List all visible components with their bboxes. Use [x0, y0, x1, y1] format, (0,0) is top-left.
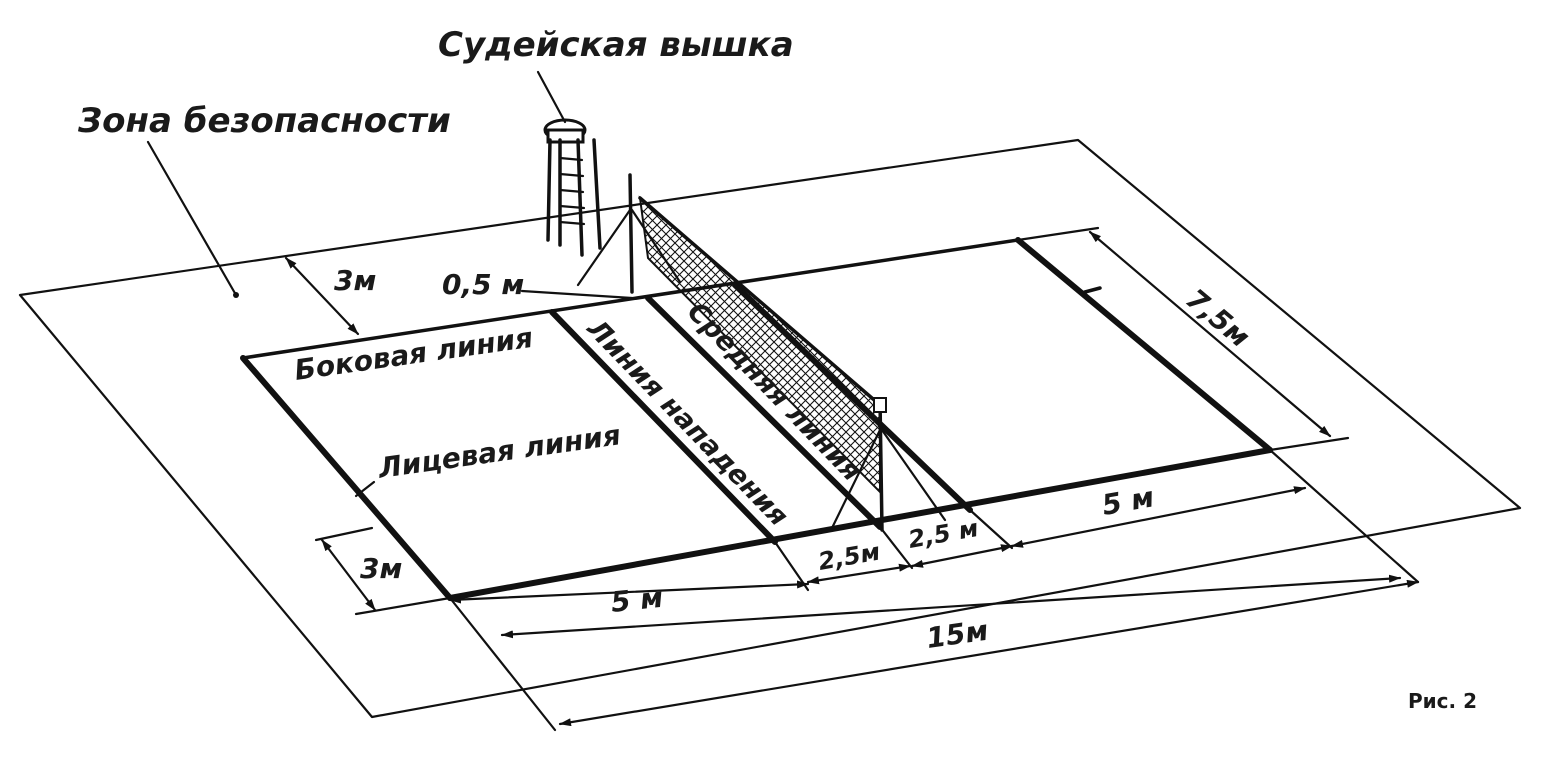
dim-court-width [1088, 230, 1332, 438]
endline-bottom [447, 447, 1273, 601]
guy-line-far-2 [630, 208, 682, 284]
dim-court-length-outer [558, 579, 1420, 727]
label-tower-offset: 0,5 м [442, 268, 524, 301]
label-back-zone-right: 5 м [1099, 480, 1156, 522]
dim-free-zone-end [320, 538, 377, 612]
dim-front-zone-right [910, 544, 1014, 568]
ext-attack-left [773, 540, 810, 592]
dim-free-zone-end-ext [314, 526, 374, 542]
dim-free-zone-end-ext2 [354, 596, 452, 616]
guy-line-near-1 [830, 428, 882, 530]
ext-attack-right [968, 508, 1014, 550]
label-free-zone-end: 3м [360, 552, 402, 585]
ext-center [878, 525, 914, 570]
dim-width-ext-bottom [1268, 436, 1350, 452]
dim-free-zone-side [284, 256, 360, 336]
dim-width-ext-top [1016, 226, 1100, 242]
label-figure-number: Рис. 2 [1408, 689, 1477, 713]
safety-zone-point [233, 292, 239, 298]
label-front-zone-left: 2,5м [816, 538, 882, 576]
safety-zone-boundary [18, 138, 1522, 719]
attack-line-left [549, 309, 778, 545]
ext-end-right [1268, 448, 1420, 584]
label-back-zone-left: 5 м [609, 581, 664, 619]
label-end-line: Лицевая линия [375, 418, 622, 485]
label-safety-zone: Зона безопасности [77, 101, 451, 141]
net-post-near [878, 398, 884, 532]
leader-safety-zone [146, 140, 238, 297]
center-mark-far [1083, 286, 1102, 294]
label-court-length: 15м [924, 614, 990, 655]
leader-end-line [354, 480, 376, 498]
leader-referee-tower [536, 70, 567, 124]
net-post-far [628, 173, 634, 294]
net-top-band [638, 196, 882, 407]
label-front-zone-right: 2,5 м [906, 514, 980, 554]
label-free-zone-side: 3м [334, 264, 376, 297]
dim-back-zone-right [1010, 486, 1307, 548]
center-line [645, 295, 883, 530]
referee-tower [543, 118, 602, 257]
guy-line-far-1 [576, 208, 632, 287]
label-referee-tower: Судейская вышка [438, 25, 794, 65]
guy-line-near-2 [880, 428, 947, 522]
ext-end-left [448, 596, 557, 732]
leader-tower-offset [520, 289, 634, 300]
net-post-near-cap [873, 397, 887, 413]
sideline-near-left [240, 355, 453, 601]
